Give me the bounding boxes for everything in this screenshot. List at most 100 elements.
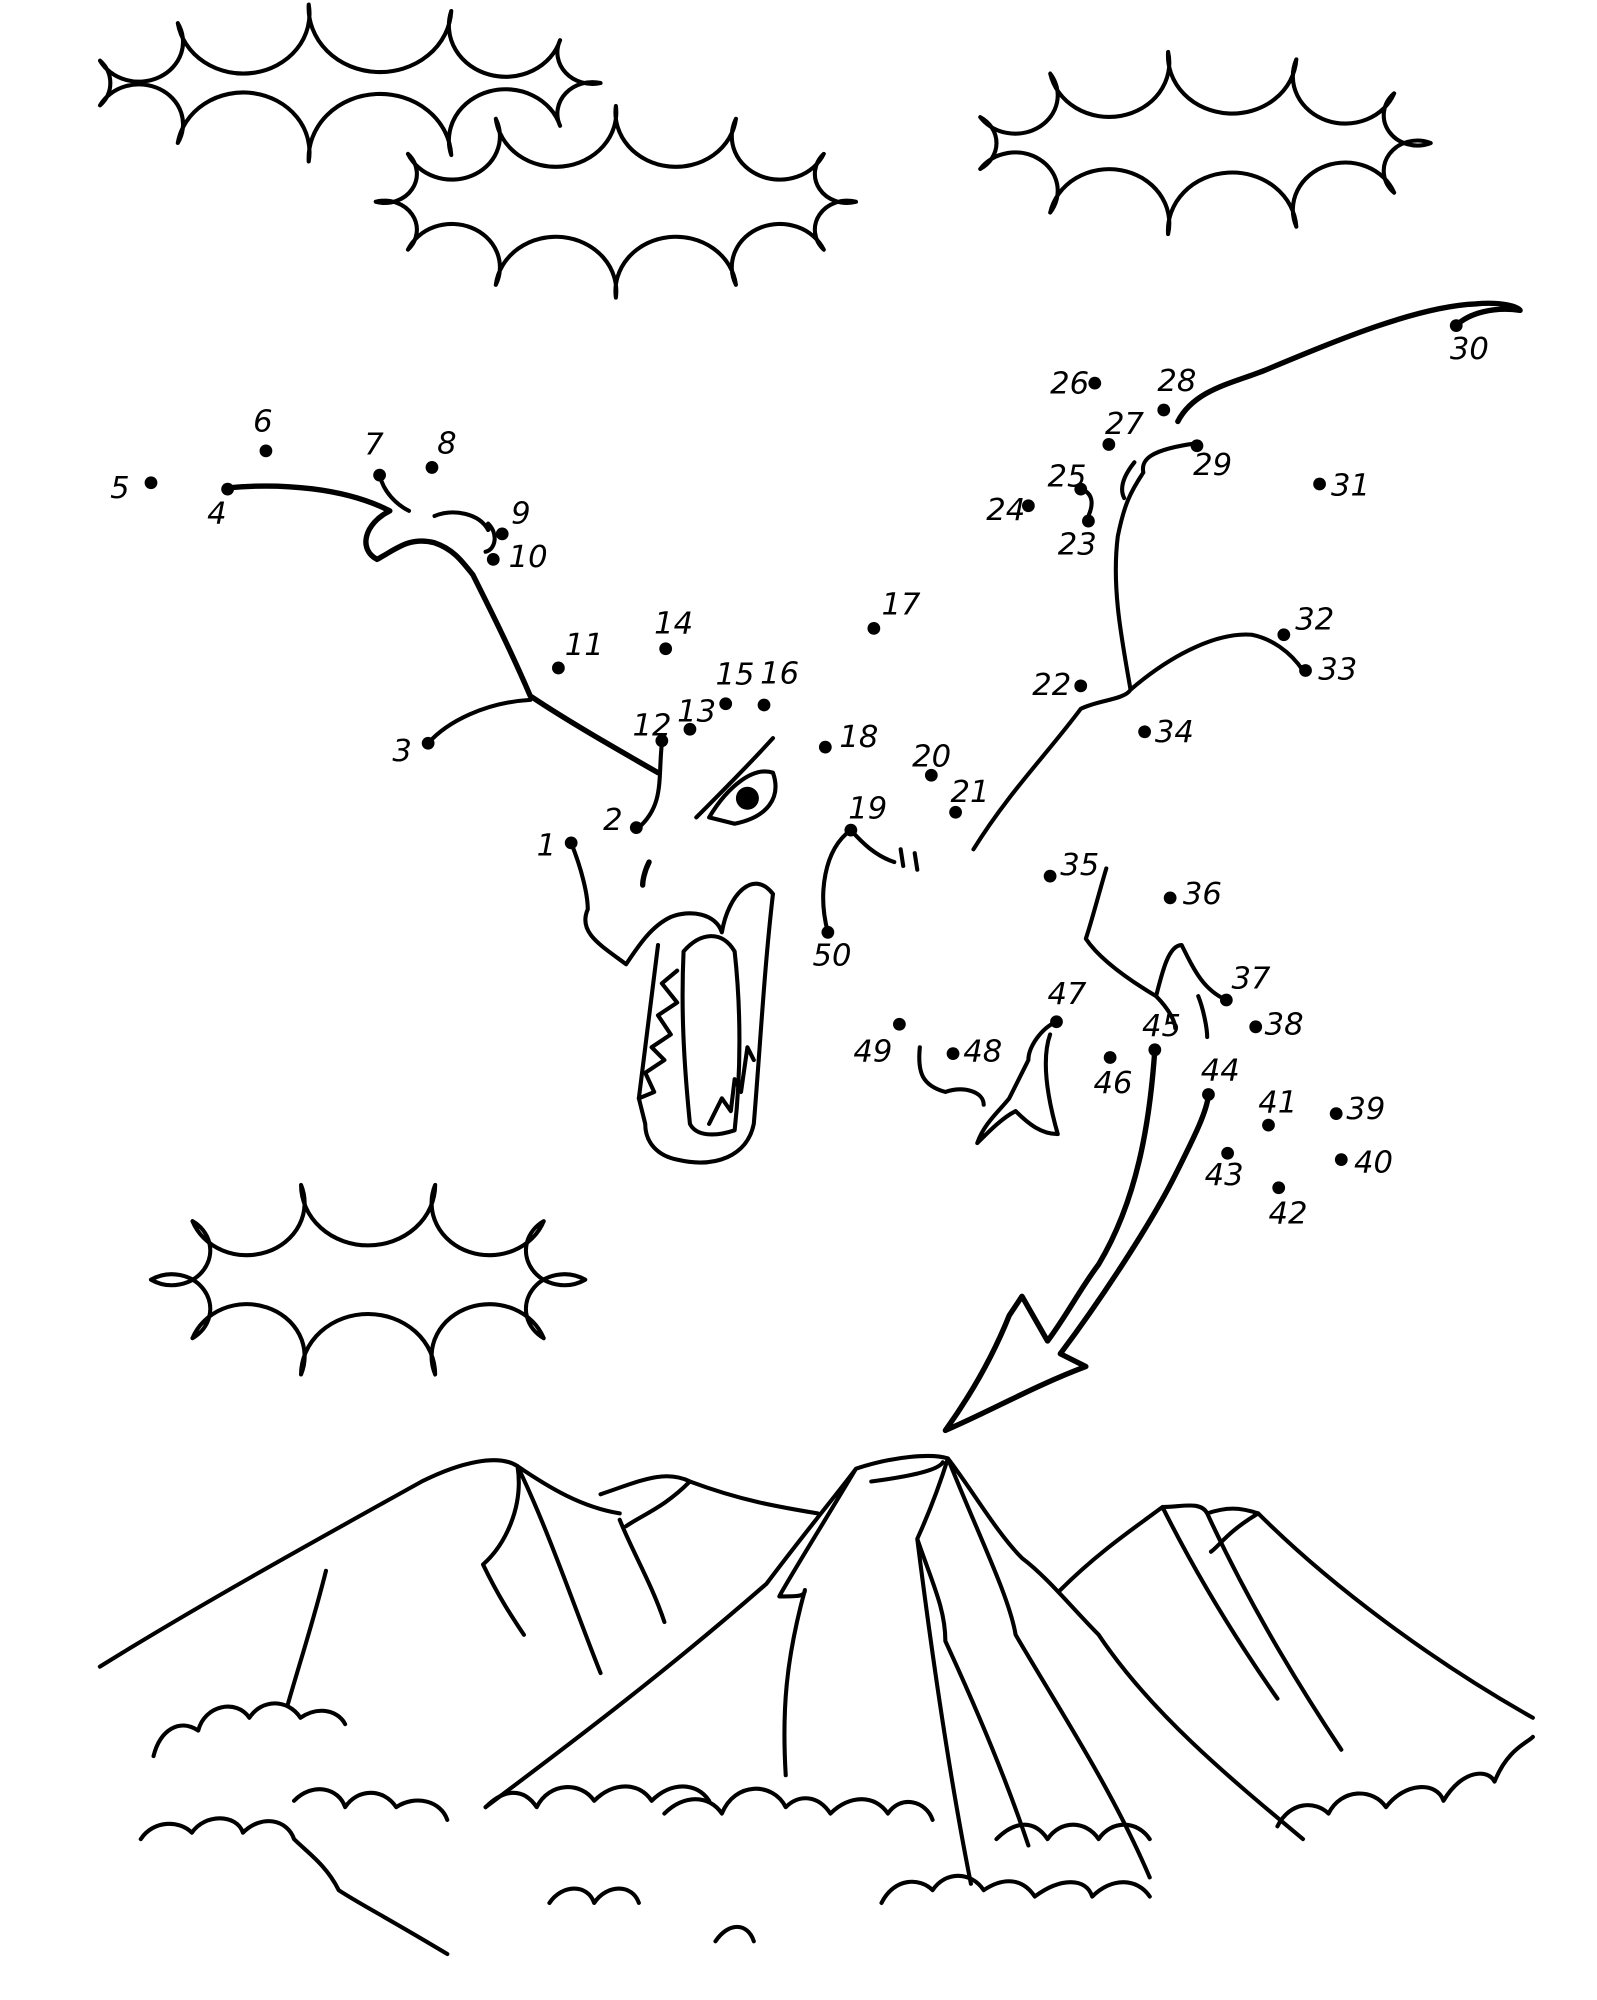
dot-46: 46 xyxy=(1094,1051,1133,1101)
dot-8: 8 xyxy=(425,426,457,474)
dot-marker xyxy=(1148,1043,1162,1057)
dot-number: 39 xyxy=(1346,1092,1385,1127)
dot-marker xyxy=(1074,482,1088,496)
dot-marker xyxy=(552,661,565,675)
dot-number: 14 xyxy=(654,606,693,641)
dragon-pupil xyxy=(735,786,759,810)
dot-number: 27 xyxy=(1105,407,1144,442)
dot-48: 48 xyxy=(946,1034,1002,1069)
dot-marker xyxy=(1202,1088,1215,1101)
dragon-eye xyxy=(707,769,778,826)
dot-number: 35 xyxy=(1060,848,1099,883)
left-mountain xyxy=(97,1458,622,1708)
dot-37: 37 xyxy=(1219,962,1271,1007)
dot-number: 22 xyxy=(1032,668,1071,703)
dot-number: 8 xyxy=(437,426,457,461)
dot-number: 47 xyxy=(1048,977,1087,1012)
dot-number: 17 xyxy=(882,587,921,622)
dot-19: 19 xyxy=(844,792,887,837)
dot-number: 19 xyxy=(848,792,887,827)
dot-7: 7 xyxy=(364,428,386,482)
dot-number: 10 xyxy=(509,540,548,575)
dot-3: 3 xyxy=(392,734,435,769)
dot-marker xyxy=(893,1017,906,1031)
clouds xyxy=(97,2,1433,1377)
dot-marker xyxy=(1249,1020,1263,1034)
dot-number: 15 xyxy=(715,658,754,693)
dot-32: 32 xyxy=(1277,603,1334,642)
cloud xyxy=(148,1182,588,1377)
dot-marker xyxy=(1313,477,1326,491)
dot-number: 49 xyxy=(853,1034,892,1069)
dragon-back-leg xyxy=(975,1019,1060,1146)
dot-marker xyxy=(1082,514,1095,528)
dot-number: 50 xyxy=(813,939,852,974)
dot-45: 45 xyxy=(1142,1009,1181,1057)
dot-number: 30 xyxy=(1450,332,1489,367)
dot-23: 23 xyxy=(1058,514,1097,562)
dot-number: 37 xyxy=(1231,962,1270,997)
dot-marker xyxy=(425,461,439,474)
dot-marker xyxy=(1157,403,1171,417)
dot-marker xyxy=(659,642,673,656)
dragon-body xyxy=(1083,866,1229,1040)
dot-number: 12 xyxy=(632,709,671,744)
dot-26: 26 xyxy=(1050,366,1102,401)
foreground-trees xyxy=(138,1701,1535,1957)
dot-5: 5 xyxy=(110,471,158,506)
dot-number: 40 xyxy=(1354,1145,1393,1180)
dot-marker xyxy=(1272,1181,1286,1195)
dot-marker xyxy=(949,805,962,819)
dragon-mouth-inner xyxy=(680,934,742,1137)
dot-number: 18 xyxy=(839,720,878,755)
dot-11: 11 xyxy=(552,628,604,675)
dragon-partial-outline xyxy=(224,300,1523,1434)
dot-marker xyxy=(564,836,578,850)
dot-15: 15 xyxy=(715,658,754,711)
dragon-teeth xyxy=(636,968,756,1126)
dot-28: 28 xyxy=(1157,364,1196,417)
dot-marker xyxy=(757,698,771,712)
dot-marker xyxy=(1221,1146,1235,1160)
dot-number: 9 xyxy=(511,497,531,532)
dot-marker xyxy=(1163,891,1177,905)
dot-number: 7 xyxy=(364,428,384,463)
dot-marker xyxy=(1190,439,1204,453)
dot-36: 36 xyxy=(1163,877,1222,912)
dot-13: 13 xyxy=(677,695,716,736)
dot-12: 12 xyxy=(632,709,671,748)
dragon-jaw xyxy=(821,828,920,935)
dot-number: 24 xyxy=(986,493,1025,528)
dot-marker xyxy=(844,823,858,837)
dot-marker xyxy=(1088,376,1102,390)
dot-number: 21 xyxy=(950,775,989,810)
dot-marker xyxy=(924,768,938,782)
dot-number: 33 xyxy=(1318,652,1357,687)
dot-14: 14 xyxy=(654,606,693,656)
dot-marker xyxy=(818,740,832,754)
dot-number: 4 xyxy=(207,497,227,532)
dot-31: 31 xyxy=(1313,469,1370,504)
right-wing-tip xyxy=(1175,300,1523,425)
dot-number: 48 xyxy=(963,1034,1002,1069)
dot-number: 3 xyxy=(392,734,412,769)
volcano xyxy=(483,1453,1306,1886)
dot-number: 11 xyxy=(565,628,604,663)
dot-number: 38 xyxy=(1265,1007,1304,1042)
dot-marker xyxy=(1103,1051,1117,1064)
dot-marker xyxy=(221,482,235,496)
dot-42: 42 xyxy=(1268,1181,1307,1231)
dot-22: 22 xyxy=(1032,668,1088,703)
dot-38: 38 xyxy=(1249,1007,1304,1042)
dot-marker xyxy=(867,621,881,635)
dot-number: 25 xyxy=(1048,460,1087,495)
dot-number: 6 xyxy=(253,405,273,440)
dot-number: 29 xyxy=(1193,448,1232,483)
dot-17: 17 xyxy=(867,587,921,635)
dot-marker xyxy=(144,476,158,490)
dot-marker xyxy=(1277,628,1291,642)
dot-number: 32 xyxy=(1295,603,1334,638)
dot-29: 29 xyxy=(1190,439,1232,483)
back-mountain xyxy=(598,1474,820,1625)
